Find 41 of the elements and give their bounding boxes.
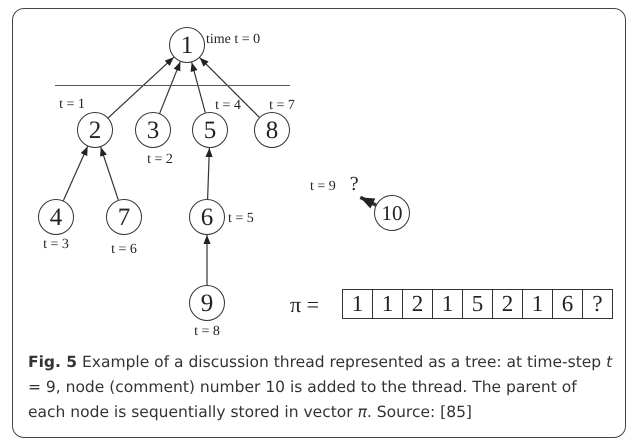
time-label: t = 8 — [194, 324, 220, 340]
vector-cell: ? — [582, 289, 613, 319]
node-number: 10 — [382, 202, 402, 224]
arrow — [159, 62, 181, 114]
vector-label: π = — [290, 292, 320, 318]
vector-cell: 1 — [342, 289, 373, 319]
arrow — [190, 62, 206, 113]
node-number: 3 — [146, 118, 160, 142]
arrow — [360, 196, 377, 209]
vector-cell: 1 — [372, 289, 403, 319]
arrow — [199, 57, 260, 118]
arrow — [108, 56, 174, 118]
node-number: 2 — [88, 118, 102, 142]
time-label: t = 5 — [228, 211, 254, 227]
node-number: 5 — [204, 118, 216, 142]
vector-cell: 1 — [432, 289, 463, 319]
time-label: t = 6 — [111, 242, 137, 258]
vector-cell: 2 — [492, 289, 523, 319]
time-label: time t = 0 — [206, 32, 260, 48]
time-label: t = 2 — [147, 152, 173, 168]
time-label: t = 1 — [59, 97, 85, 113]
arrow — [203, 235, 211, 285]
arrow — [100, 146, 119, 200]
figure-caption: Fig. 5 Example of a discussion thread represented as a tree: at time-step t = 9, node (comment) number 10 is added to the thread. The parent of each node is sequentially stored in vector π. Source: [85] — [28, 352, 614, 423]
node-number: 1 — [180, 32, 194, 58]
vector-cell: 5 — [462, 289, 493, 319]
node-number: 4 — [50, 204, 62, 230]
arrow — [205, 148, 213, 200]
node-number: 9 — [200, 290, 214, 316]
time-label: t = 7 — [269, 98, 295, 114]
arrow — [62, 146, 88, 201]
question-mark: ? — [350, 173, 359, 196]
time-label: t = 9 — [310, 179, 336, 195]
vector-cell: 1 — [522, 289, 553, 319]
node-number: 8 — [266, 118, 278, 142]
vector-cell: 2 — [402, 289, 433, 319]
time-label: t = 4 — [215, 98, 241, 114]
node-number: 6 — [200, 204, 214, 230]
node-number: 7 — [118, 204, 130, 230]
time-label: t = 3 — [43, 237, 69, 253]
vector-cell: 6 — [552, 289, 583, 319]
